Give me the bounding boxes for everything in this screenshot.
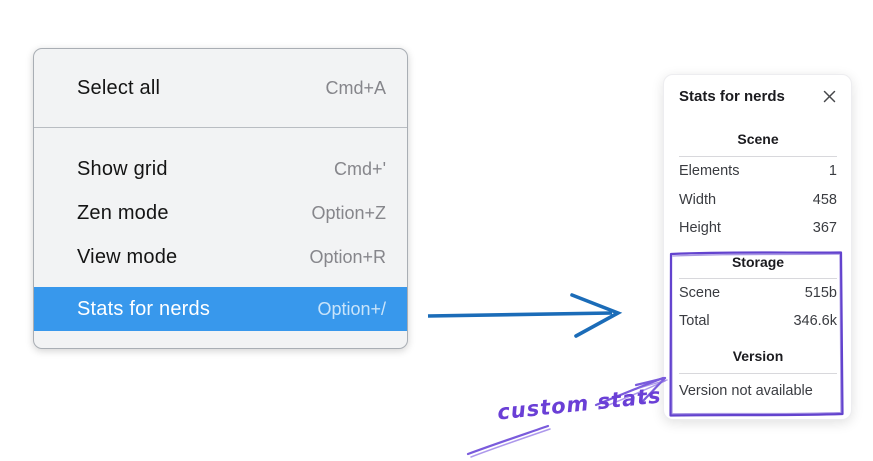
menu-item-shortcut: Option+Z — [311, 202, 386, 223]
menu-item-label: Zen mode — [77, 201, 169, 224]
menu-item-shortcut: Option+/ — [317, 298, 386, 319]
annotation-label: custom stats — [496, 383, 663, 425]
stats-panel-header: Stats for nerds — [679, 88, 837, 105]
menu-item-stats-for-nerds[interactable]: Stats for nerds Option+/ — [34, 287, 407, 331]
stat-value: 515b — [804, 284, 837, 301]
stat-label: Height — [679, 220, 721, 237]
menu-spacer — [34, 279, 407, 287]
stat-row-total-storage: Total 346.6k — [679, 307, 837, 336]
menu-item-shortcut: Cmd+' — [334, 158, 386, 179]
stat-label: Width — [679, 191, 717, 208]
close-icon[interactable] — [821, 89, 837, 105]
menu-spacer — [34, 128, 407, 147]
menu-item-shortcut: Option+R — [309, 246, 386, 267]
stat-value: 346.6k — [793, 313, 837, 330]
section-header-version: Version — [732, 347, 784, 364]
menu-separator — [34, 127, 407, 128]
section-divider — [679, 372, 837, 374]
flow-arrow-icon — [427, 293, 623, 338]
stat-label: Scene — [679, 284, 721, 301]
stat-value: 1 — [828, 163, 837, 180]
stats-panel: Stats for nerds Scene Elements 1 Width 4… — [663, 74, 852, 420]
stat-row-elements: Elements 1 — [679, 157, 837, 186]
section-divider — [679, 156, 837, 157]
menu-item-label: View mode — [77, 245, 178, 268]
menu-item-label: Select all — [77, 76, 161, 99]
section-header-scene: Scene — [737, 131, 779, 147]
menu-item-view-mode[interactable]: View mode Option+R — [34, 235, 407, 279]
stat-value: 458 — [812, 191, 837, 208]
menu-item-zen-mode[interactable]: Zen mode Option+Z — [34, 191, 407, 235]
menu-item-show-grid[interactable]: Show grid Cmd+' — [34, 147, 407, 191]
stat-row-height: Height 367 — [679, 214, 837, 243]
panel-title: Stats for nerds — [679, 88, 785, 105]
stat-value: 367 — [812, 220, 837, 237]
menu-item-select-all[interactable]: Select all Cmd+A — [34, 49, 407, 127]
version-note: Version not available — [679, 382, 813, 399]
menu-item-label: Show grid — [77, 157, 168, 180]
stat-label: Total — [679, 313, 710, 330]
stat-row-scene-storage: Scene 515b — [679, 279, 837, 308]
section-header-storage: Storage — [731, 253, 785, 270]
stat-row-width: Width 458 — [679, 186, 837, 215]
context-menu: Select all Cmd+A Show grid Cmd+' Zen mod… — [33, 48, 408, 349]
menu-item-label: Stats for nerds — [77, 297, 211, 320]
stat-label: Elements — [679, 163, 740, 180]
menu-item-shortcut: Cmd+A — [325, 77, 386, 98]
